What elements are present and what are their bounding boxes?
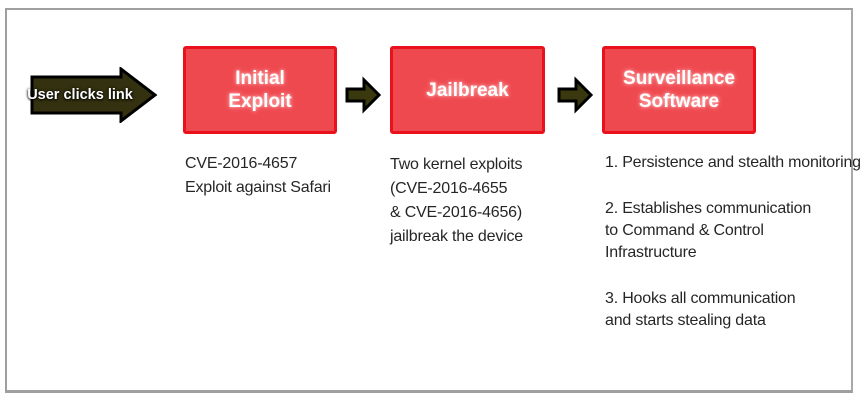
note-line: 3. Hooks all communication (605, 290, 796, 307)
note-paragraph: 3. Hooks all communication and starts st… (605, 288, 861, 332)
note-line: to Command & Control (605, 222, 764, 239)
stage-box-initial-exploit: Initial Exploit (183, 46, 337, 134)
note-initial-exploit: CVE-2016-4657 Exploit against Safari (185, 152, 331, 200)
entry-arrow: User clicks link (27, 67, 158, 123)
flow-arrow-icon (557, 76, 593, 114)
stage-box-surveillance-software: Surveillance Software (602, 46, 756, 134)
entry-arrow-label: User clicks link (27, 87, 133, 103)
note-line: 1. Persistence and stealth monitoring (605, 154, 861, 171)
stage-title-line: Surveillance (623, 68, 735, 89)
note-surveillance-software: 1. Persistence and stealth monitoring 2.… (605, 152, 861, 356)
stage-title-line: Jailbreak (426, 79, 509, 101)
note-line: Two kernel exploits (390, 156, 523, 173)
note-paragraph: 1. Persistence and stealth monitoring (605, 152, 861, 174)
note-line: and starts stealing data (605, 312, 766, 329)
note-line: Infrastructure (605, 244, 697, 261)
note-line: jailbreak the device (390, 228, 523, 245)
stage-title-line: Software (638, 91, 720, 112)
note-paragraph: 2. Establishes communication to Command … (605, 198, 861, 264)
stage-box-jailbreak: Jailbreak (390, 46, 545, 134)
note-line: 2. Establishes communication (605, 200, 812, 217)
note-line: & CVE-2016-4656) (390, 204, 522, 221)
note-line: Exploit against Safari (185, 179, 331, 196)
note-jailbreak: Two kernel exploits (CVE-2016-4655 & CVE… (390, 153, 523, 249)
right-block-arrow-icon (30, 67, 158, 123)
stage-title-line: Initial (235, 68, 285, 89)
note-line: (CVE-2016-4655 (390, 180, 508, 197)
flow-arrow-icon (345, 76, 381, 114)
stage-title-line: Exploit (228, 91, 292, 112)
note-line: CVE-2016-4657 (185, 155, 298, 172)
